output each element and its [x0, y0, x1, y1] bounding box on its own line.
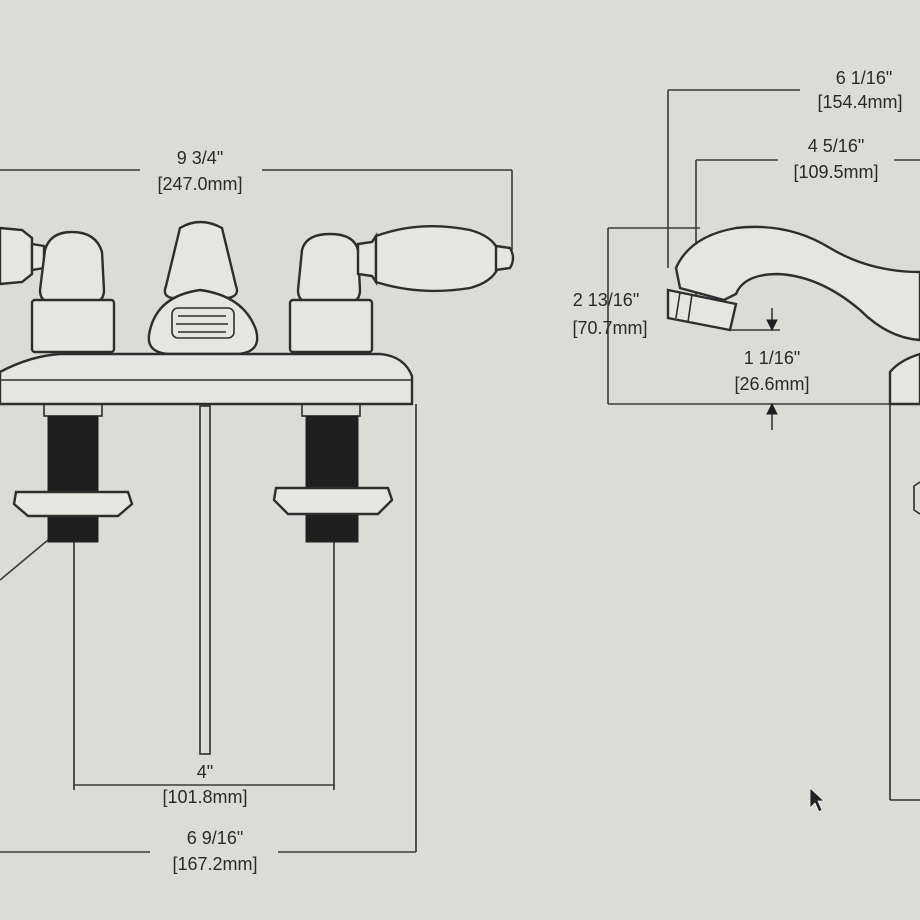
aerator-height-imperial: 1 1/16" — [744, 348, 800, 368]
deck-plate — [0, 352, 414, 406]
side-body — [889, 404, 920, 801]
mouse-cursor-icon — [809, 787, 826, 813]
spout-profile — [666, 225, 920, 406]
overall-width-dimension: 9 3/4" [247.0mm] — [0, 148, 513, 250]
left-shank — [0, 403, 134, 790]
spout-reach-inner-metric: [109.5mm] — [793, 162, 878, 182]
spout-height-metric: [70.7mm] — [572, 318, 647, 338]
center-spout — [147, 220, 259, 356]
spout-height-imperial: 2 13/16" — [573, 290, 639, 310]
right-shank — [272, 403, 394, 790]
base-width-dimension: 6 9/16" [167.2mm] — [0, 828, 416, 874]
spout-reach-outer-dimension: 6 1/16" [154.4mm] — [667, 68, 903, 268]
right-handle — [288, 224, 515, 354]
left-handle — [0, 226, 116, 354]
side-view: 6 1/16" [154.4mm] 4 5/16" [109.5mm] 2 13… — [572, 68, 920, 801]
aerator-height-dimension: 1 1/16" [26.6mm] — [730, 308, 810, 430]
front-view: 9 3/4" [247.0mm] — [0, 148, 515, 874]
spout-reach-inner-imperial: 4 5/16" — [808, 136, 864, 156]
overall-width-metric: [247.0mm] — [157, 174, 242, 194]
base-width-metric: [167.2mm] — [172, 854, 257, 874]
base-width-imperial: 6 9/16" — [187, 828, 243, 848]
spout-reach-outer-metric: [154.4mm] — [817, 92, 902, 112]
aerator-height-metric: [26.6mm] — [734, 374, 809, 394]
center-spacing-metric: [101.8mm] — [162, 787, 247, 807]
spout-reach-outer-imperial: 6 1/16" — [836, 68, 892, 88]
spout-height-dimension: 2 13/16" [70.7mm] — [572, 227, 890, 405]
popup-rod — [199, 405, 211, 755]
center-spacing-dimension: 4" [101.8mm] — [74, 762, 334, 807]
overall-width-imperial: 9 3/4" — [177, 148, 223, 168]
center-spacing-imperial: 4" — [197, 762, 213, 782]
